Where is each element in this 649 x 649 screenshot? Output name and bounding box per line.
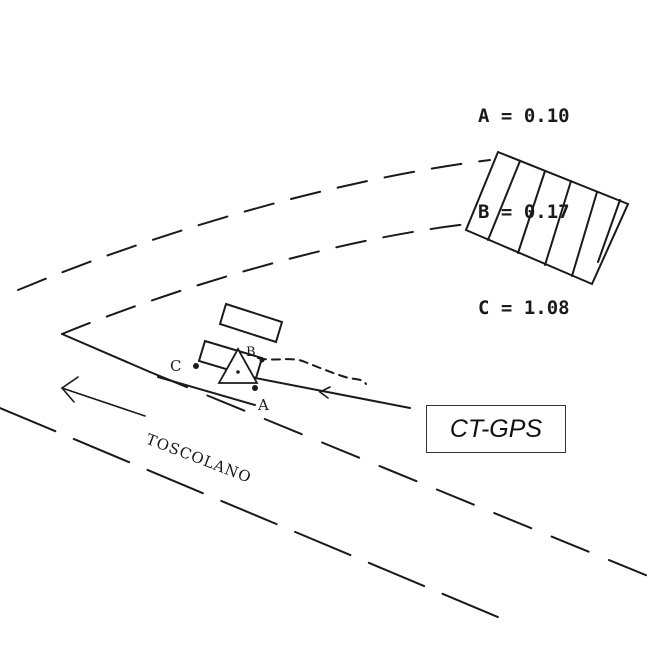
lower-road-edge bbox=[0, 407, 506, 621]
vehicle-skid-line bbox=[157, 376, 256, 406]
direction-arrow-line bbox=[61, 387, 146, 417]
legend-eq: = bbox=[500, 297, 513, 319]
point-c-label: C bbox=[170, 357, 182, 375]
legend-value: 0.10 bbox=[523, 105, 570, 127]
measurement-legend: A = 0.10 B = 0.17 C = 1.08 bbox=[478, 36, 570, 356]
point-b-label: B bbox=[246, 345, 256, 360]
point-b-dot bbox=[259, 357, 265, 363]
vehicle-1 bbox=[218, 302, 284, 344]
outer-dashed-curve bbox=[17, 159, 491, 291]
legend-label: B bbox=[478, 201, 490, 223]
inner-dashed-curve bbox=[61, 223, 469, 335]
gps-triangle-marker bbox=[217, 347, 259, 384]
legend-row-a: A = 0.10 bbox=[478, 100, 570, 132]
legend-value: 0.17 bbox=[523, 201, 570, 223]
building bbox=[464, 150, 630, 286]
dashed-squiggle bbox=[257, 357, 367, 385]
legend-eq: = bbox=[500, 105, 513, 127]
gps-trajectory bbox=[249, 376, 411, 409]
legend-label: A bbox=[478, 105, 490, 127]
legend-eq: = bbox=[500, 201, 513, 223]
point-a-label: A bbox=[258, 396, 269, 414]
upper-road-edge-dashed bbox=[149, 371, 649, 577]
legend-label: C bbox=[478, 297, 490, 319]
triangle-center-dot bbox=[236, 370, 240, 374]
point-a-dot bbox=[252, 385, 258, 391]
legend-value: 1.08 bbox=[523, 297, 570, 319]
gps-label-box: CT-GPS bbox=[426, 405, 566, 453]
trajectory-arrow-head bbox=[318, 386, 331, 399]
legend-row-c: C = 1.08 bbox=[478, 292, 570, 324]
point-c-dot bbox=[193, 363, 199, 369]
legend-row-b: B = 0.17 bbox=[478, 196, 570, 228]
direction-arrow-head bbox=[60, 376, 79, 403]
upper-road-edge bbox=[61, 333, 151, 373]
gps-label: CT-GPS bbox=[449, 414, 543, 443]
